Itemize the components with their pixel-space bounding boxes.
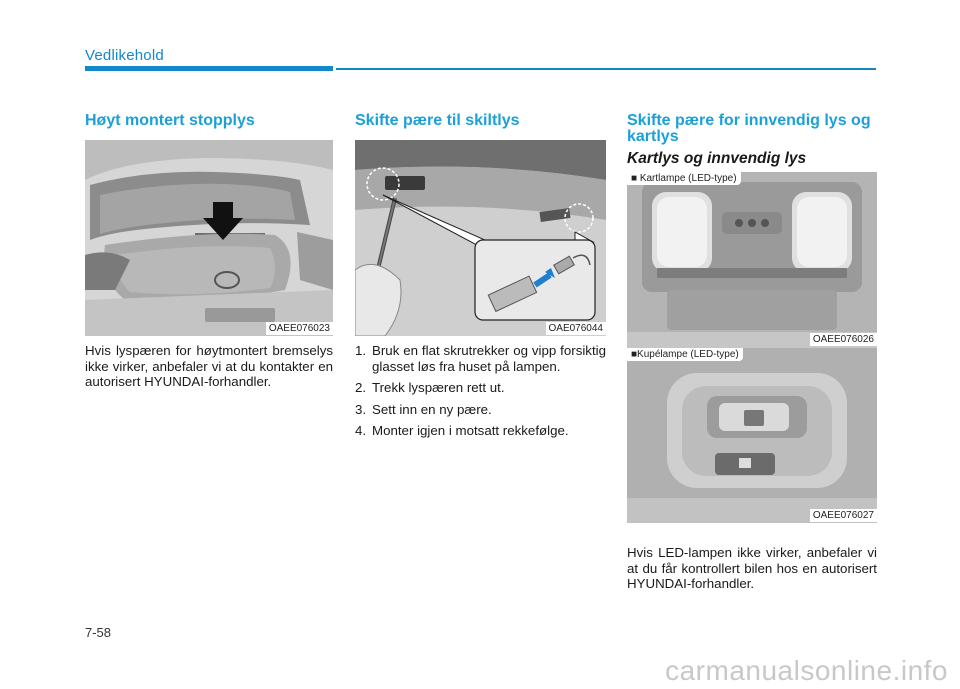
figure-map-lamp: ■ Kartlampe (LED-type) OAEE076026 <box>627 172 877 348</box>
figure-tag: ■Kupélampe (LED-type) <box>627 348 743 361</box>
rear-car-illustration <box>85 140 333 336</box>
header-rule-thin <box>336 68 876 70</box>
arrow-down-icon <box>203 202 243 240</box>
list-item: 4.Monter igjen i motsatt rekkefølge. <box>355 423 569 439</box>
steps-list: 1.Bruk en flat skrutrekker og vipp forsi… <box>355 343 606 445</box>
heading-interior-lamp: Skifte pære for innvendig lys og kartlys <box>627 112 871 145</box>
list-item: 2.Trekk lyspæren rett ut. <box>355 380 505 396</box>
section-label: Vedlikehold <box>85 47 164 64</box>
heading-license-plate-bulb: Skifte pære til skiltlys <box>355 112 520 129</box>
figure-tag: ■ Kartlampe (LED-type) <box>627 172 741 185</box>
subheading-map-and-interior-lamp: Kartlys og innvendig lys <box>627 150 807 167</box>
figure-code: OAE076044 <box>545 322 606 335</box>
map-lamp-illustration <box>627 172 877 348</box>
list-item: 3.Sett inn en ny pære. <box>355 401 492 417</box>
heading-high-mounted-brake-light: Høyt montert stopplys <box>85 112 255 129</box>
col3-body-text: Hvis LED-lampen ikke virker, anbefaler v… <box>627 545 877 592</box>
figure-rear-car: OAEE076023 <box>85 140 333 336</box>
header-rule-thick <box>85 66 333 71</box>
figure-room-lamp: ■Kupélampe (LED-type) OAEE076027 <box>627 348 877 523</box>
watermark: carmanualsonline.info <box>665 655 948 686</box>
figure-code: OAEE076026 <box>809 333 877 346</box>
page-number: 7-58 <box>85 625 112 640</box>
figure-code: OAEE076027 <box>809 509 877 522</box>
list-item: 1.Bruk en flat skrutrekker og vipp forsi… <box>355 343 606 374</box>
figure-code: OAEE076023 <box>265 322 333 335</box>
room-lamp-illustration <box>627 348 877 523</box>
figure-license-plate-lamp: OAE076044 <box>355 140 606 336</box>
col1-body-text: Hvis lyspæren for høytmontert bremselys … <box>85 343 333 390</box>
license-lamp-illustration <box>355 140 606 336</box>
